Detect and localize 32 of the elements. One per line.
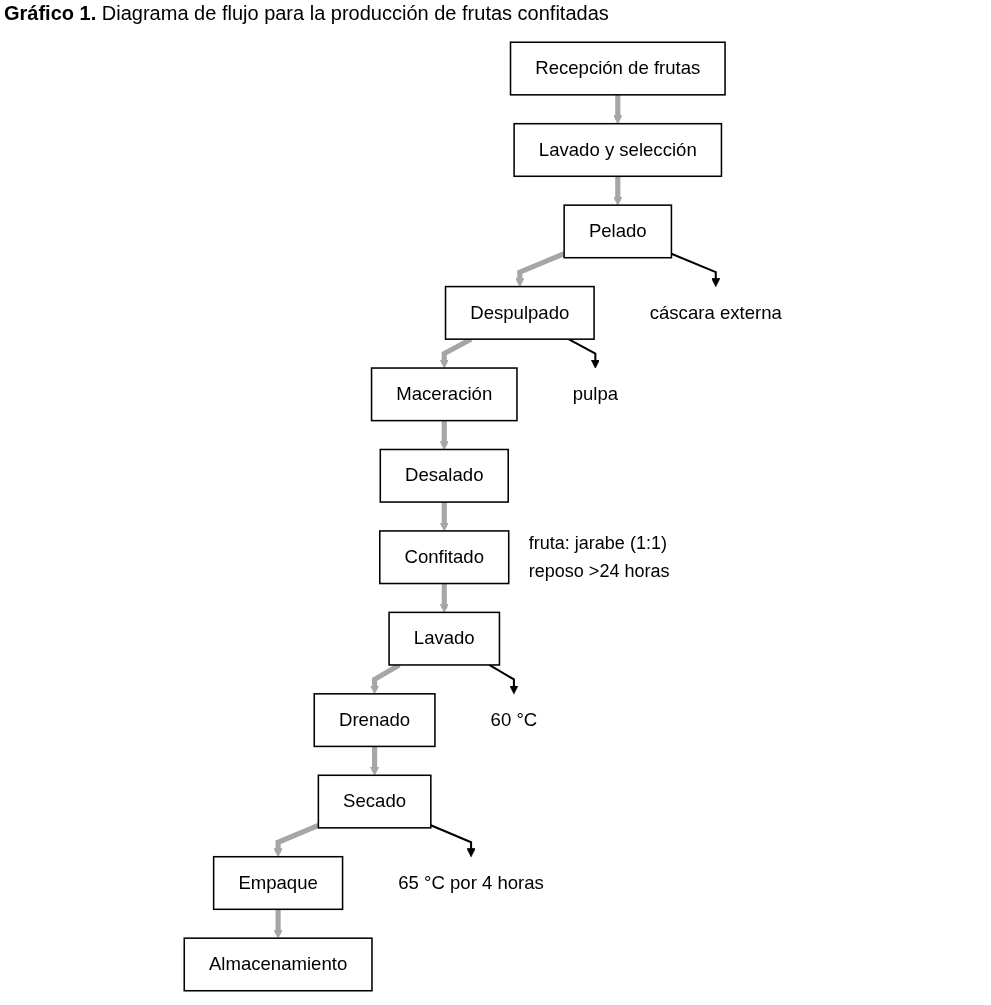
node-box: Maceración xyxy=(370,367,518,422)
node-box: Desalado xyxy=(379,448,510,503)
node-box: Recepción de frutas xyxy=(509,41,726,96)
arrow xyxy=(439,420,449,450)
node-box: Despulpado xyxy=(444,285,595,340)
arrow xyxy=(430,824,476,858)
node-box: Confitado xyxy=(379,530,510,585)
arrow xyxy=(273,822,320,858)
node-text: 65 °C por 4 horas xyxy=(398,872,545,893)
diagram-title: Gráfico 1. Diagrama de flujo para la producción de frutas confitadas xyxy=(4,2,609,25)
note-text: reposo >24 horas xyxy=(528,560,670,584)
arrow xyxy=(613,176,623,206)
node-text: 60 °C xyxy=(490,709,538,730)
arrow xyxy=(613,94,623,125)
arrow xyxy=(273,909,283,939)
node-box: Drenado xyxy=(313,693,436,748)
node-box: Empaque xyxy=(212,855,344,911)
arrow xyxy=(488,664,519,695)
arrow xyxy=(671,252,721,287)
arrow xyxy=(515,251,566,287)
arrow xyxy=(568,338,600,369)
node-text: cáscara externa xyxy=(649,302,782,323)
note-text: fruta: jarabe (1:1) xyxy=(528,532,668,556)
node-box: Lavado xyxy=(388,611,501,666)
arrow xyxy=(439,583,449,613)
arrow xyxy=(370,746,380,776)
arrow xyxy=(439,502,449,532)
node-text: pulpa xyxy=(572,383,619,405)
node-box: Pelado xyxy=(563,204,673,259)
node-box: Lavado y selección xyxy=(513,122,723,178)
node-box: Secado xyxy=(317,774,432,829)
node-box: Almacenamiento xyxy=(183,937,373,992)
